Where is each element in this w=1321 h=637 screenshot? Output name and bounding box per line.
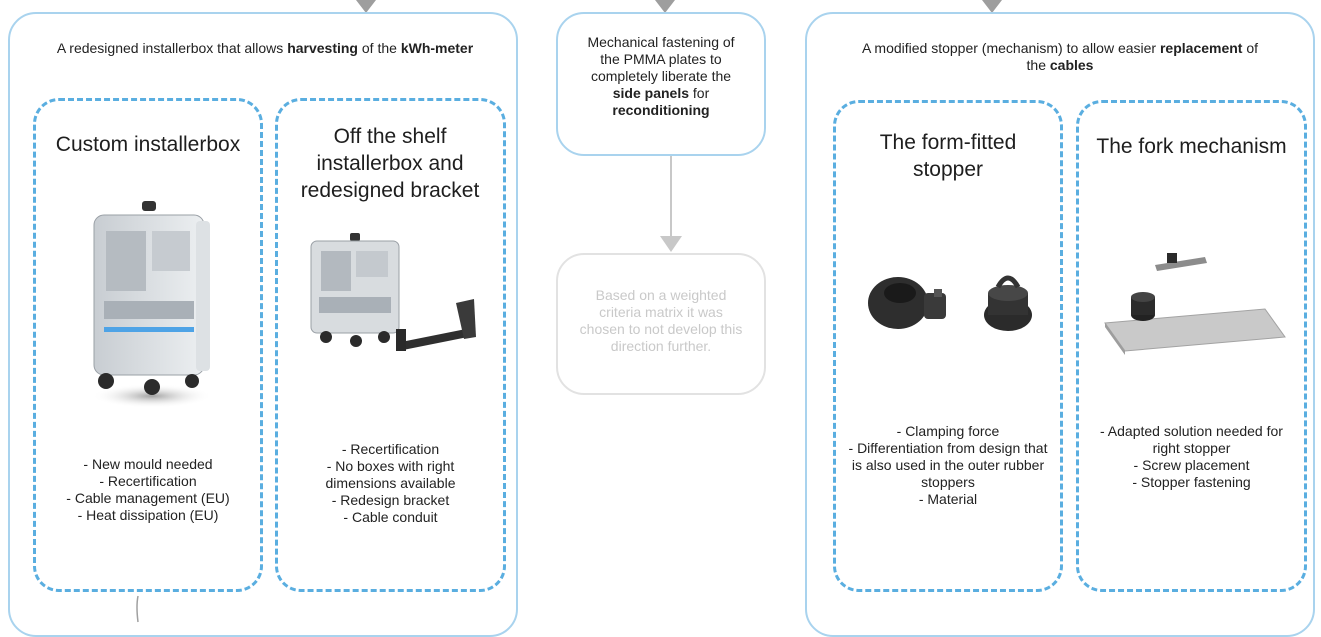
left-panel-header: A redesigned installerbox that allows ha… — [56, 40, 474, 56]
top-arrow-right — [982, 0, 1002, 13]
note: - Recertification — [341, 441, 440, 457]
option-title: Custom installerbox — [55, 133, 241, 156]
note: - Screw placement — [1133, 457, 1250, 473]
note: - Clamping force — [896, 423, 1000, 439]
off-the-shelf-box-image — [310, 233, 476, 351]
note: - Cable management (EU) — [66, 490, 230, 506]
note: - Stopper fastening — [1132, 474, 1251, 490]
note: - Cable conduit — [343, 509, 438, 525]
right-panel-header: A modified stopper (mechanism) to allow … — [861, 40, 1259, 73]
option-form-fitted-stopper: The form-fitted stopper - Clamping force… — [833, 100, 1063, 592]
option-title: The form-fitted stopper — [879, 131, 1017, 181]
note: - Recertification — [99, 473, 197, 489]
option-title: Off the shelf installerbox and redesigne… — [300, 125, 480, 202]
middle-box: Mechanical fastening of the PMMA plates … — [556, 12, 766, 156]
top-arrow-left — [356, 0, 376, 13]
note: - Material — [918, 491, 978, 507]
option-title: The fork mechanism — [1096, 135, 1287, 158]
stopper-image — [868, 275, 1032, 331]
top-arrow-middle — [655, 0, 675, 13]
option-off-the-shelf: Off the shelf installerbox and redesigne… — [275, 98, 506, 592]
note: - No boxes with right dimensions availab… — [325, 458, 456, 491]
middle-box-text: Mechanical fastening of the PMMA plates … — [587, 34, 735, 118]
note: - Redesign bracket — [331, 492, 450, 508]
option-notes: - Clamping force - Differentiation from … — [836, 423, 1060, 508]
option-notes: - Adapted solution needed for right stop… — [1079, 423, 1304, 491]
bottom-connector-line — [136, 595, 139, 623]
fork-mechanism-image — [1104, 253, 1286, 355]
note: - Heat dissipation (EU) — [77, 507, 219, 523]
option-fork-mechanism: The fork mechanism - Adapted solution ne… — [1076, 100, 1307, 592]
rejected-direction-text: Based on a weighted criteria matrix it w… — [579, 287, 743, 354]
custom-installerbox-image — [92, 201, 212, 408]
option-notes: - New mould needed - Recertification - C… — [36, 456, 260, 524]
option-custom-installerbox: Custom installerbox - New mould needed -… — [33, 98, 263, 592]
middle-down-arrow — [660, 156, 682, 252]
note: - New mould needed — [83, 456, 213, 472]
note: - Differentiation from design that is al… — [848, 440, 1048, 490]
rejected-direction-box: Based on a weighted criteria matrix it w… — [556, 253, 766, 395]
option-notes: - Recertification - No boxes with right … — [278, 441, 503, 526]
note: - Adapted solution needed for right stop… — [1100, 423, 1283, 456]
